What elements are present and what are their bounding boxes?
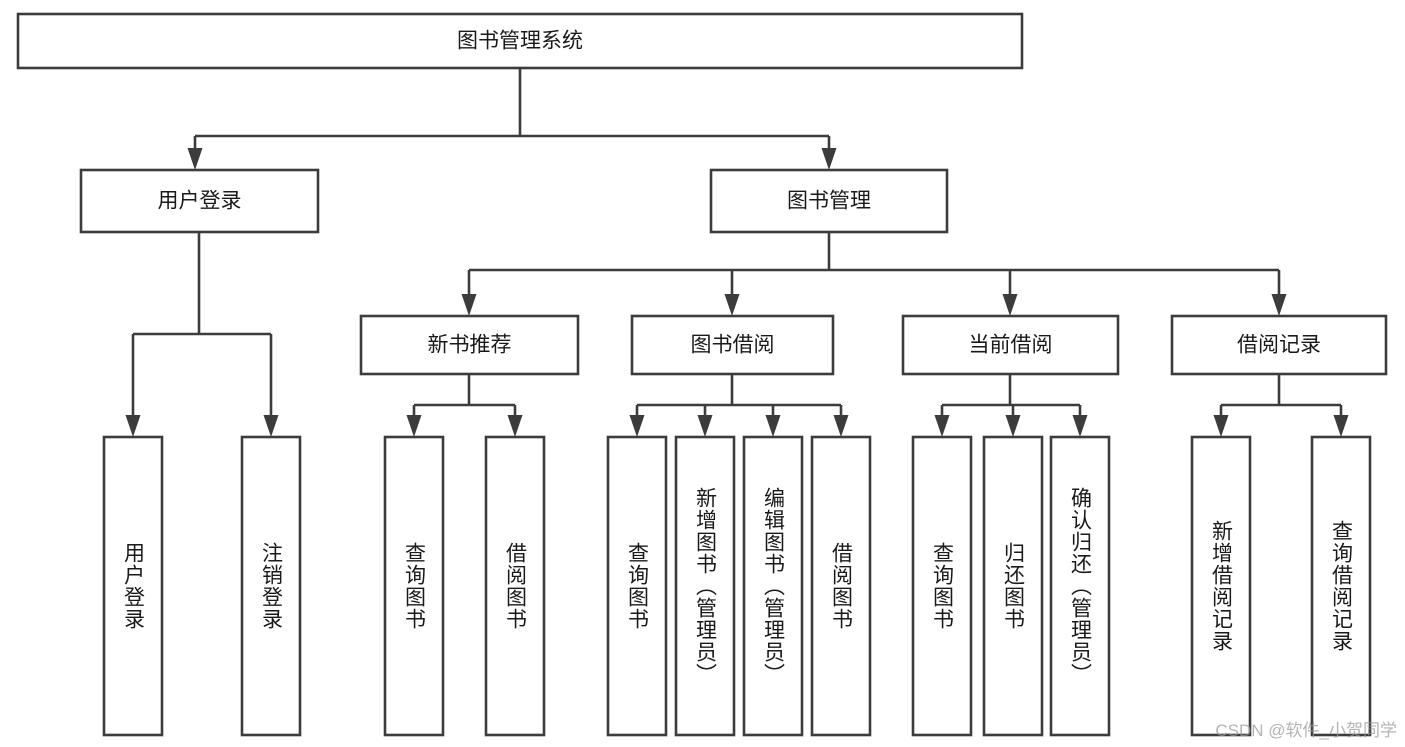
- arrow-head-arrow-leaf-query-book-bb: [629, 415, 645, 437]
- leaf-box-leaf-query-book-cb[interactable]: [911, 435, 973, 737]
- arrow-head-arrow-to-current-borrow: [1002, 294, 1018, 316]
- leaf-box-leaf-borrow-book-bb[interactable]: [810, 435, 872, 737]
- boxes-layer: [16, 12, 1388, 737]
- arrow-head-arrow-to-book-manage: [821, 148, 837, 170]
- leaf-box-leaf-return-book[interactable]: [982, 435, 1044, 737]
- arrow-head-arrow-leaf-borrow-book-rec: [507, 415, 523, 437]
- level2-node-box-book-manage[interactable]: [709, 168, 949, 234]
- arrow-head-arrow-leaf-query-book-rec: [406, 415, 422, 437]
- level3-node-box-borrow-record[interactable]: [1170, 314, 1388, 376]
- leaf-box-leaf-add-book[interactable]: [674, 435, 736, 737]
- arrow-head-arrow-leaf-add-book: [697, 415, 713, 437]
- level3-node-label-current-borrow: 当前借阅: [969, 334, 1053, 357]
- leaf-box-leaf-user-login[interactable]: [102, 435, 164, 737]
- arrow-head-arrow-leaf-query-book-cb: [934, 415, 950, 437]
- leaf-box-leaf-borrow-book-rec[interactable]: [484, 435, 546, 737]
- leaf-box-leaf-logout[interactable]: [240, 435, 302, 737]
- root-node-label-root: 图书管理系统: [457, 30, 583, 53]
- root-node-box-root[interactable]: [16, 12, 1024, 70]
- arrow-head-arrow-leaf-return-book: [1005, 415, 1021, 437]
- level3-node-box-new-book-rec[interactable]: [359, 314, 580, 376]
- level3-node-label-new-book-rec: 新书推荐: [428, 334, 512, 357]
- connectors-layer: [125, 68, 1349, 437]
- level2-node-box-user-login[interactable]: [79, 168, 320, 234]
- leaf-box-leaf-confirm-return[interactable]: [1049, 435, 1111, 737]
- leaf-box-leaf-add-record[interactable]: [1190, 435, 1252, 737]
- arrow-head-arrow-to-borrow-record: [1271, 294, 1287, 316]
- watermark-text: CSDN @软件_小贺同学: [1215, 721, 1397, 740]
- level2-node-label-user-login: 用户登录: [158, 190, 242, 213]
- level3-node-box-current-borrow[interactable]: [901, 314, 1120, 376]
- arrow-head-arrow-to-new-book-rec: [461, 294, 477, 316]
- level2-node-label-book-manage: 图书管理: [787, 190, 871, 213]
- arrow-head-arrow-leaf-confirm-return: [1072, 415, 1088, 437]
- arrow-head-arrow-leaf-edit-book: [765, 415, 781, 437]
- arrow-head-arrow-leaf-add-record: [1213, 415, 1229, 437]
- level3-node-label-borrow-record: 借阅记录: [1237, 334, 1321, 357]
- level3-node-box-book-borrow[interactable]: [630, 314, 835, 376]
- arrow-head-arrow-leaf-query-record: [1333, 415, 1349, 437]
- leaf-box-leaf-query-book-bb[interactable]: [606, 435, 668, 737]
- arrow-head-arrow-leaf-borrow-book-bb: [833, 415, 849, 437]
- level3-node-label-book-borrow: 图书借阅: [691, 334, 775, 357]
- leaf-box-leaf-query-record[interactable]: [1310, 435, 1372, 737]
- arrow-head-arrow-leaf-logout: [263, 415, 279, 437]
- arrow-head-arrow-leaf-user-login: [125, 415, 141, 437]
- arrow-head-arrow-to-user-login: [187, 148, 203, 170]
- leaf-box-leaf-query-book-rec[interactable]: [383, 435, 445, 737]
- leaf-box-leaf-edit-book[interactable]: [742, 435, 804, 737]
- arrow-head-arrow-to-book-borrow: [724, 294, 740, 316]
